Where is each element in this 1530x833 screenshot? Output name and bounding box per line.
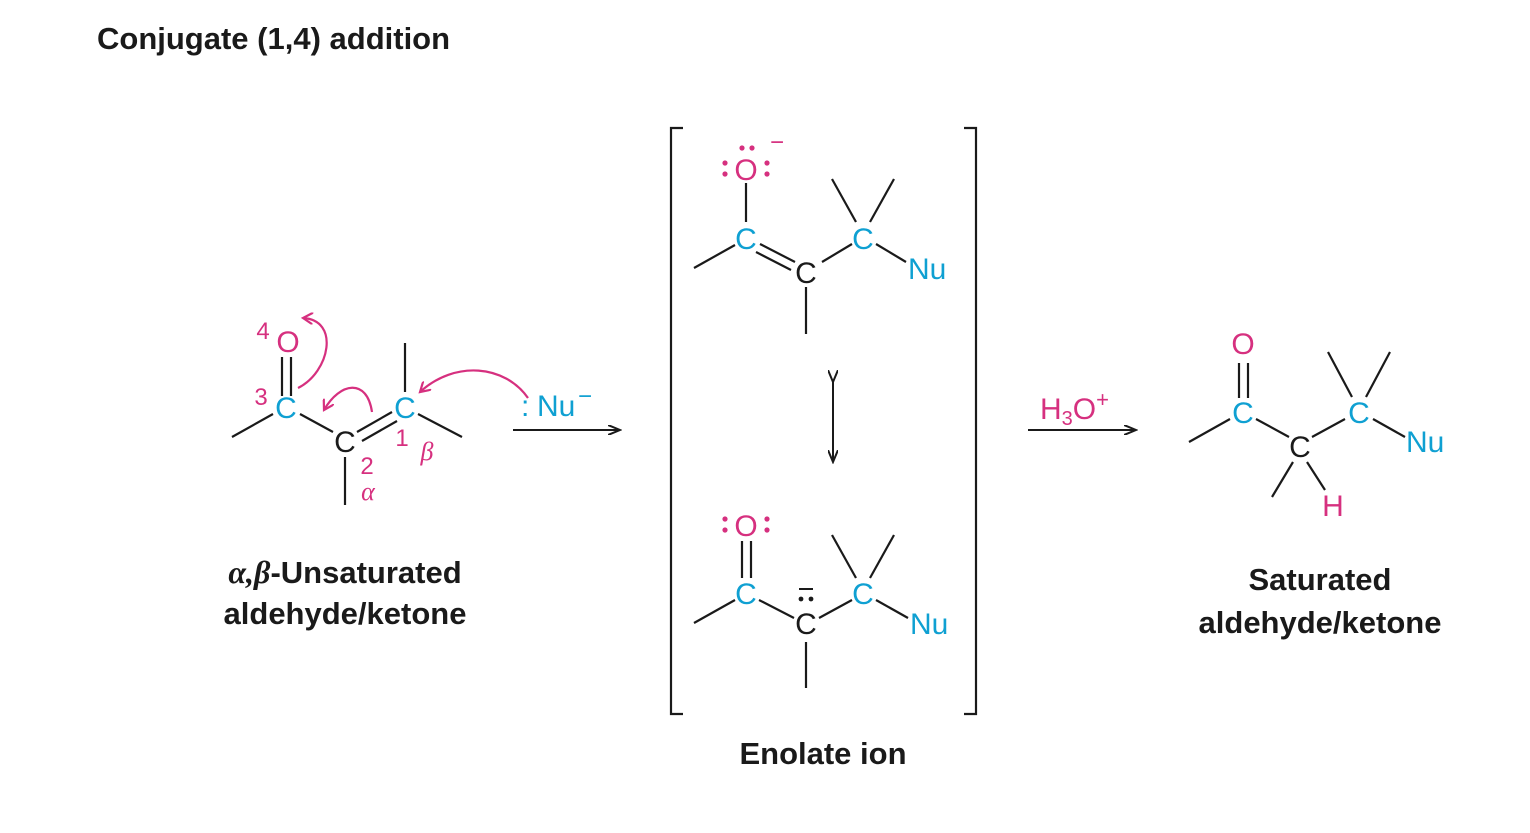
enolate-carbon-left: C [735, 578, 757, 611]
enolate-carbon-left: C [735, 223, 757, 256]
bond-cmid-h [1306, 461, 1326, 491]
bond-cright-upright [869, 534, 895, 579]
bond-cright-upright [1365, 351, 1391, 398]
bond-cright-nu [875, 599, 909, 619]
position-number-1: 1 [395, 425, 408, 452]
nu-lone-pair: : [521, 390, 529, 423]
bond-cc-double-b [755, 251, 792, 271]
lone-pair-dot [764, 516, 770, 522]
bond-cmid-downleft [1271, 461, 1294, 498]
bond-cmid-cright [1311, 418, 1346, 438]
enolate-nu: Nu [910, 608, 948, 641]
bond-cmid-cright [821, 243, 853, 263]
product-oxygen: O [1231, 328, 1254, 361]
bond-c2-c1-double-b [361, 420, 398, 442]
lone-pair-dot [739, 145, 745, 151]
arrow-co-shift [297, 318, 328, 389]
reactant-caption-line2: aldehyde/ketone [224, 596, 467, 631]
bond-cleft-cmid [1255, 418, 1290, 438]
enolate-carbon-right: C [852, 223, 874, 256]
lone-pair-dot [722, 160, 728, 166]
bond-cright-nu [1372, 418, 1406, 438]
bond-c2-c1-double-a [356, 411, 393, 433]
product-carbon-left: C [1232, 397, 1254, 430]
carbon-2: C [334, 426, 356, 459]
lone-pair-dot [764, 527, 770, 533]
bond-methyl-c3 [231, 413, 274, 438]
nucleophile: : Nu − [521, 383, 592, 423]
bond-cmid-cright [818, 599, 853, 619]
lone-pair-dot [764, 160, 770, 166]
enolate-caption: Enolate ion [739, 736, 906, 771]
oxygen-atom: O [734, 510, 757, 543]
product-nu: Nu [1406, 426, 1444, 459]
bond-methyl-c [1188, 418, 1231, 443]
bond-cleft-cmid [758, 599, 795, 619]
enolate-carbon-mid: C [795, 608, 817, 641]
oxygen-atom: O [734, 154, 757, 187]
alpha-label: α [361, 477, 376, 506]
position-number-3: 3 [254, 384, 267, 411]
product-caption-line2: aldehyde/ketone [1199, 605, 1442, 640]
product-structure: O C C C Nu H [1188, 328, 1444, 523]
arrow-pi-shift [324, 386, 374, 413]
reagent-hydronium: H3O+ [1040, 387, 1109, 430]
bond-cright-nu [875, 243, 907, 263]
reactant-structure: O C C C 4 3 2 1 α β [231, 318, 529, 506]
nu-charge: − [578, 383, 592, 410]
enolate-bottom-structure: O C C C Nu [693, 510, 948, 688]
product-carbon-right: C [1348, 397, 1370, 430]
enolate-nu: Nu [908, 253, 946, 286]
oxygen-atom: O [276, 326, 299, 359]
product-caption-line1: Saturated [1249, 562, 1392, 597]
bond-c3-c2 [299, 413, 334, 433]
arrow-nu-attack [420, 369, 529, 399]
product-hydrogen: H [1322, 490, 1344, 523]
right-bracket [964, 126, 978, 716]
enolate-carbon-mid: C [795, 257, 817, 290]
lone-pair-dot [764, 171, 770, 177]
bond-cright-upleft [1327, 351, 1353, 398]
bond-methyl-c [693, 599, 736, 624]
bond-methyl-c [693, 244, 736, 269]
position-number-4: 4 [256, 318, 269, 345]
oxygen-charge: − [770, 129, 784, 156]
bond-cright-upleft [831, 178, 857, 223]
lone-pair-dot [722, 171, 728, 177]
carbon-3: C [275, 392, 297, 425]
enolate-top-structure: O − C C C Nu [693, 129, 946, 334]
carbanion-lone-pair-dot [798, 596, 804, 602]
beta-label: β [420, 437, 434, 466]
reactant-caption-line1: α,β-Unsaturated [228, 554, 461, 590]
position-number-2: 2 [360, 453, 373, 480]
page-title: Conjugate (1,4) addition [97, 21, 450, 56]
product-carbon-mid: C [1289, 431, 1311, 464]
left-bracket [669, 126, 683, 716]
bond-c1-right [417, 413, 463, 438]
enolate-carbon-right: C [852, 578, 874, 611]
carbanion-lone-pair-dot [808, 596, 814, 602]
nu-label: Nu [537, 390, 575, 423]
bond-cright-upleft [831, 534, 857, 579]
bond-cc-double-a [759, 243, 796, 263]
lone-pair-dot [722, 516, 728, 522]
lone-pair-dot [749, 145, 755, 151]
carbon-1: C [394, 392, 416, 425]
bond-cright-upright [869, 178, 895, 223]
lone-pair-dot [722, 527, 728, 533]
